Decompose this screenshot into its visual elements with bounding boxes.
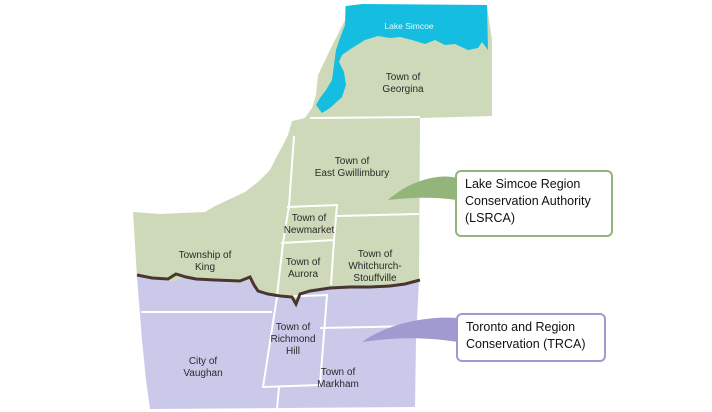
lake-simcoe-label: Lake Simcoe (384, 21, 434, 31)
label-east-gwillimbury[interactable]: Town of East Gwillimbury (315, 156, 389, 180)
label-line: Town of (291, 213, 327, 224)
label-line: Township of (178, 250, 232, 261)
label-aurora[interactable]: Town of Aurora (286, 257, 320, 281)
label-richmond-hill[interactable]: Town of Richmond Hill (270, 322, 315, 358)
callout-line: Conservation Authority (465, 194, 591, 208)
label-king[interactable]: Township of King (179, 250, 232, 274)
label-line: Town of (334, 156, 370, 167)
lsrca-callout: Lake Simcoe Region Conservation Authorit… (455, 170, 613, 237)
label-line: Town of (275, 322, 311, 333)
trca-callout-tail (362, 317, 458, 342)
label-vaughan[interactable]: City of Vaughan (183, 356, 222, 380)
callout-line: Lake Simcoe Region (465, 177, 581, 191)
lake-simcoe (316, 4, 488, 113)
label-line: Stouffville (353, 273, 397, 284)
label-line: King (194, 262, 215, 273)
label-newmarket[interactable]: Town of Newmarket (284, 213, 335, 237)
label-line: Whitchurch- (348, 261, 402, 272)
lsrca-callout-tail (388, 176, 457, 200)
label-line: Aurora (287, 269, 318, 280)
label-line: Vaughan (183, 368, 223, 379)
label-line: Hill (286, 346, 300, 357)
label-line: Richmond (270, 334, 316, 345)
trca-callout: Toronto and Region Conservation (TRCA) (456, 313, 606, 362)
lsrca-region[interactable] (133, 6, 492, 301)
label-line: Town of (285, 257, 321, 268)
label-line: Town of (385, 72, 421, 83)
label-line: Town of (357, 249, 393, 260)
label-line: Town of (320, 367, 356, 378)
municipal-boundaries (141, 116, 421, 410)
label-markham[interactable]: Town of Markham (317, 367, 359, 391)
label-line: East Gwillimbury (314, 168, 390, 179)
label-line: Markham (317, 379, 359, 390)
label-georgina[interactable]: Town of Georgina (382, 72, 423, 96)
label-line: City of (188, 356, 218, 367)
label-line: Georgina (382, 84, 424, 95)
callout-line: Conservation (TRCA) (466, 337, 586, 351)
callout-line: Toronto and Region (466, 320, 576, 334)
label-line: Newmarket (283, 225, 335, 236)
callout-line: (LSRCA) (465, 211, 516, 225)
label-whitchurch-stouffville[interactable]: Town of Whitchurch- Stouffville (348, 249, 401, 285)
watershed-boundary (136, 272, 421, 308)
trca-region[interactable] (137, 276, 419, 409)
